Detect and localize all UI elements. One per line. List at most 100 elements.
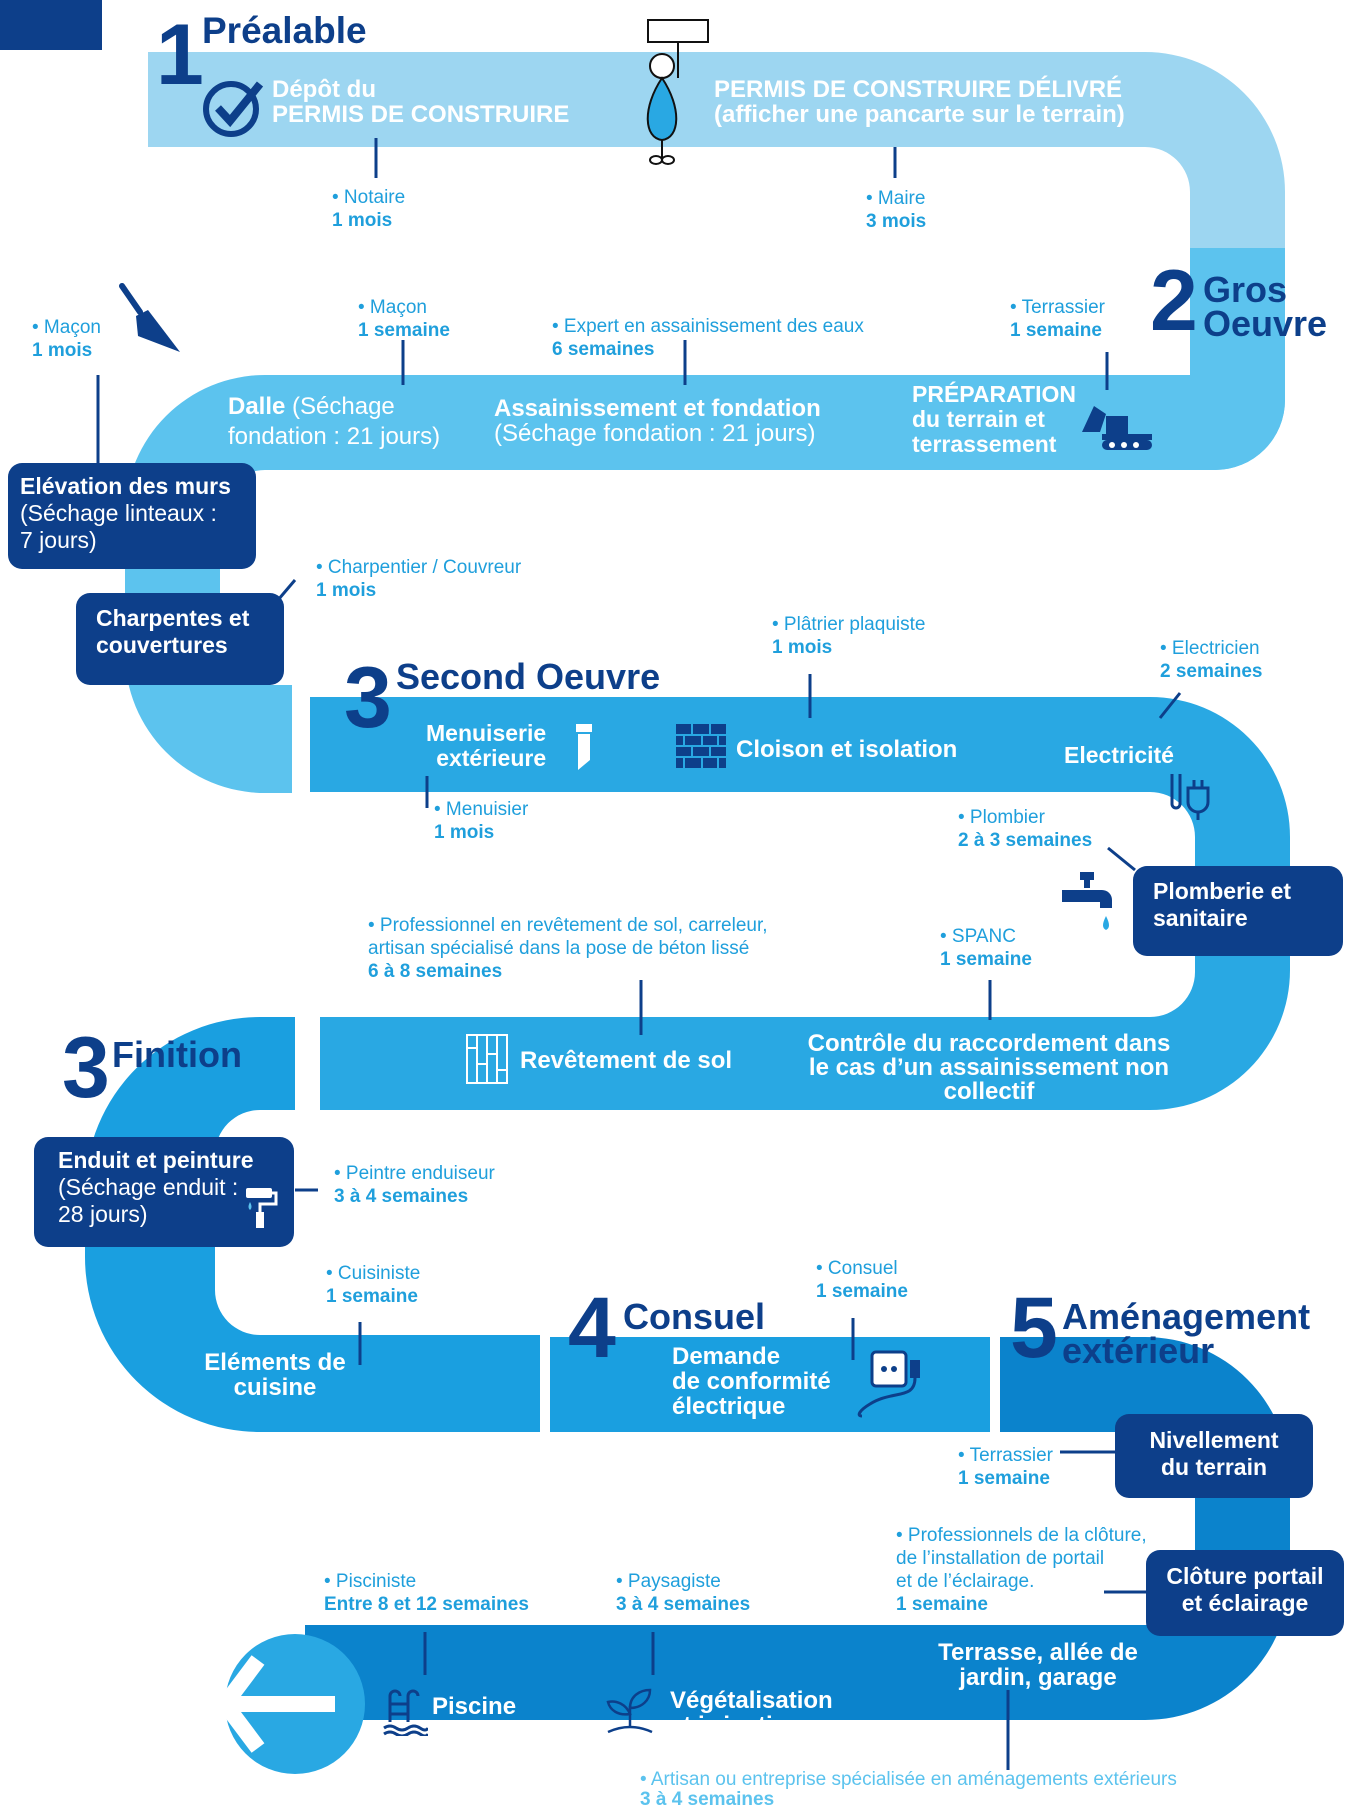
phase1-header: 1 Préalable — [156, 12, 367, 98]
step-elevation-line2: (Séchage linteaux : — [20, 500, 217, 526]
step-dalle-detail: (Séchage — [285, 393, 395, 420]
note-spanc: • SPANC 1 semaine — [940, 925, 1032, 971]
note-electricien-who: • Electricien — [1160, 638, 1260, 659]
note-terrassier1: • Terrassier 1 semaine — [1010, 296, 1105, 342]
note-peintre-who: • Peintre enduiseur — [334, 1163, 495, 1184]
step-permis: PERMIS DE CONSTRUIRE DÉLIVRÉ (afficher u… — [714, 77, 1125, 127]
note-plombier-who: • Plombier — [958, 807, 1045, 828]
note-macon2: • Maçon 1 semaine — [358, 296, 450, 342]
step-depot-line1: Dépôt du — [272, 76, 376, 103]
note-maire: • Maire 3 mois — [866, 187, 926, 233]
step-cuisine-line2: cuisine — [233, 1374, 317, 1401]
phase5-number: 5 — [1010, 1280, 1058, 1376]
note-macon2-who: • Maçon — [358, 297, 427, 318]
note-notaire: • Notaire 1 mois — [332, 186, 405, 232]
excavator-icon — [1082, 406, 1152, 450]
note-cloture-who2: de l’installation de portail — [896, 1548, 1105, 1569]
floor-planks-icon — [466, 1034, 508, 1084]
step-charpentes-line1: Charpentes et — [96, 605, 250, 631]
step-cloture-line2: et éclairage — [1181, 1590, 1309, 1616]
note-spanc-who: • SPANC — [940, 926, 1016, 947]
step-cuisine-line1: Eléments de — [204, 1349, 346, 1376]
step-nivellement-line2: du terrain — [1160, 1454, 1268, 1480]
step-menuiserie-line1: Menuiserie — [426, 720, 547, 746]
note-macon2-duration: 1 semaine — [358, 320, 450, 341]
step-preparation: PRÉPARATION du terrain et terrassement — [912, 382, 1076, 457]
step-enduit-line1: Enduit et peinture — [58, 1147, 254, 1173]
step-vegetalisation: Végétalisation et irrigation — [670, 1688, 833, 1738]
step-depot-line2: PERMIS DE CONSTRUIRE — [272, 101, 570, 128]
sprout-icon — [606, 1688, 653, 1734]
step-cloture: Clôture portail et éclairage — [1146, 1550, 1344, 1636]
step-plomberie-line2: sanitaire — [1153, 905, 1248, 931]
note-charpentier-who: • Charpentier / Couvreur — [316, 557, 522, 578]
phase4-header: 4 Consuel — [568, 1285, 765, 1371]
step-cuisine: Eléments de cuisine — [190, 1350, 360, 1400]
step-plomberie: Plomberie et sanitaire — [1133, 866, 1343, 956]
step-vegetalisation-line2: et irrigation — [670, 1712, 803, 1739]
note-macon1: • Maçon 1 mois — [32, 316, 101, 362]
step-vegetalisation-line1: Végétalisation — [670, 1687, 833, 1714]
note-macon1-duration: 1 mois — [32, 340, 93, 361]
step-demande-line2: de conformité — [672, 1368, 831, 1395]
step-cloture-line1: Clôture portail — [1166, 1563, 1324, 1589]
step-controle: Contrôle du raccordement dans le cas d’u… — [798, 1032, 1180, 1104]
note-menuisier-who: • Menuisier — [434, 799, 529, 820]
pool-ladder-icon — [383, 1689, 428, 1736]
note-consuel: • Consuel 1 semaine — [816, 1257, 908, 1303]
step-dalle: Dalle (Séchage fondation : 21 jours) — [228, 392, 440, 452]
note-consuel-duration: 1 semaine — [816, 1281, 908, 1302]
corner-tab — [0, 0, 102, 50]
step-assainissement-line2: (Séchage fondation : 21 jours) — [494, 420, 816, 447]
note-platrier-duration: 1 mois — [772, 637, 833, 658]
plug-icon — [1170, 774, 1210, 820]
note-terrassier2-who: • Terrassier — [958, 1445, 1053, 1466]
step-nivellement: Nivellement du terrain — [1115, 1414, 1313, 1498]
step-controle-line1: Contrôle du raccordement dans — [807, 1030, 1171, 1057]
phase1-number: 1 — [156, 7, 204, 103]
step-enduit-line3: 28 jours) — [58, 1201, 148, 1227]
note-pisciniste-who: • Pisciniste — [324, 1571, 417, 1592]
step-demande-line1: Demande — [672, 1343, 781, 1370]
phase3a-number: 3 — [344, 650, 392, 746]
road-phase3b — [85, 1017, 540, 1432]
back-arrow-icon — [215, 1655, 265, 1753]
step-preparation-line2: du terrain et — [912, 406, 1045, 432]
note-cloture-who3: et de l’éclairage. — [896, 1571, 1035, 1592]
road-phase3a — [310, 697, 1290, 1110]
phase4-title: Consuel — [623, 1296, 766, 1337]
note-notaire-duration: 1 mois — [332, 210, 393, 231]
step-demande: Demande de conformité électrique — [672, 1344, 831, 1419]
phase2-title-a: Gros — [1203, 269, 1288, 310]
phase4-number: 4 — [568, 1280, 616, 1376]
step-piscine: Piscine — [432, 1693, 517, 1720]
step-menuiserie-line2: extérieure — [436, 745, 547, 771]
note-revetement: • Professionnel en revêtement de sol, ca… — [368, 914, 768, 983]
note-paysagiste: • Paysagiste 3 à 4 semaines — [616, 1570, 750, 1616]
note-terrassier1-who: • Terrassier — [1010, 297, 1105, 318]
note-menuisier-duration: 1 mois — [434, 822, 495, 843]
note-expert-duration: 6 semaines — [552, 339, 655, 360]
step-electricite: Electricité — [1064, 742, 1174, 768]
step-elevation-line3: 7 jours) — [20, 527, 97, 553]
note-terrassier2: • Terrassier 1 semaine — [958, 1444, 1053, 1490]
road-phase1 — [148, 52, 1285, 248]
step-preparation-line1: PRÉPARATION — [912, 381, 1076, 407]
checkmark-circle-icon — [203, 81, 264, 137]
phase5-title-a: Aménagement — [1062, 1296, 1311, 1337]
note-macon1-who: • Maçon — [32, 317, 101, 338]
note-platrier: • Plâtrier plaquiste 1 mois — [772, 613, 925, 659]
step-terrasse: Terrasse, allée de jardin, garage — [928, 1640, 1148, 1690]
step-preparation-line3: terrassement — [912, 431, 1057, 457]
step-plomberie-line1: Plomberie et — [1153, 878, 1292, 904]
note-consuel-who: • Consuel — [816, 1258, 898, 1279]
note-cloture: • Professionnels de la clôture, de l’ins… — [896, 1524, 1147, 1616]
step-dalle-title: Dalle — [228, 393, 286, 420]
faucet-icon — [1062, 872, 1112, 930]
phase2-number: 2 — [1150, 253, 1198, 349]
phase1-title: Préalable — [202, 10, 367, 51]
note-notaire-who: • Notaire — [332, 187, 406, 208]
note-electricien-duration: 2 semaines — [1160, 661, 1263, 682]
note-revetement-who2: artisan spécialisé dans la pose de béton… — [368, 938, 750, 959]
